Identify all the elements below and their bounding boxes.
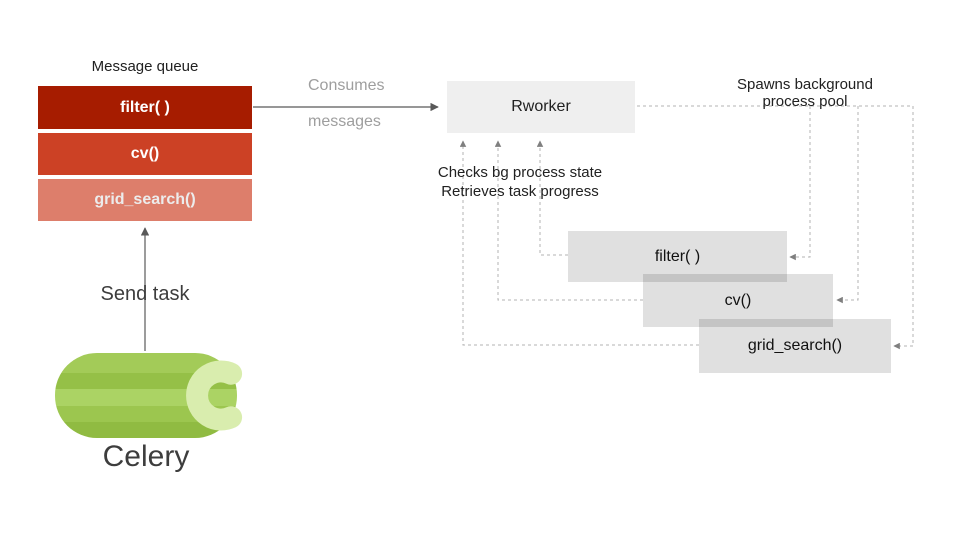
spawns-label: Spawns background process pool [705, 76, 905, 110]
spawns-line2: process pool [762, 93, 848, 110]
pool-box-filter: filter( ) [568, 231, 787, 282]
send-task-label: Send task [100, 283, 190, 305]
rworker-box: Rworker [447, 81, 635, 133]
celery-stalk-icon [55, 353, 243, 438]
pool-box-cv: cv() [643, 274, 833, 327]
dashed-cv-to-rworker [494, 140, 643, 301]
spawns-line1: Spawns background [737, 76, 873, 93]
pool-box-grid-search: grid_search() [699, 319, 891, 373]
celery-cap-c-shape [186, 360, 243, 431]
dashed-rworker-to-filter [789, 106, 811, 261]
consumes-line1: Consumes [308, 77, 385, 94]
celery-label: Celery [102, 440, 190, 473]
checks-line2: Retrieves task progress [441, 183, 599, 200]
queue-task-filter: filter( ) [38, 86, 252, 129]
checks-line1: Checks bg process state [437, 164, 603, 181]
consumes-messages-label: Consumes messages [308, 68, 418, 140]
celery-logo [55, 353, 243, 438]
queue-task-cv: cv() [38, 133, 252, 175]
consumes-line2: messages [308, 113, 381, 130]
dashed-rworker-to-gridsearch [637, 105, 914, 350]
message-queue-title: Message queue [91, 58, 199, 75]
dashed-rworker-to-cv [836, 106, 859, 304]
dashed-filter-to-rworker [536, 140, 568, 256]
dashed-gridsearch-to-rworker [459, 140, 699, 346]
checks-label: Checks bg process state Retrieves task p… [420, 163, 620, 201]
queue-task-grid-search: grid_search() [38, 179, 252, 221]
